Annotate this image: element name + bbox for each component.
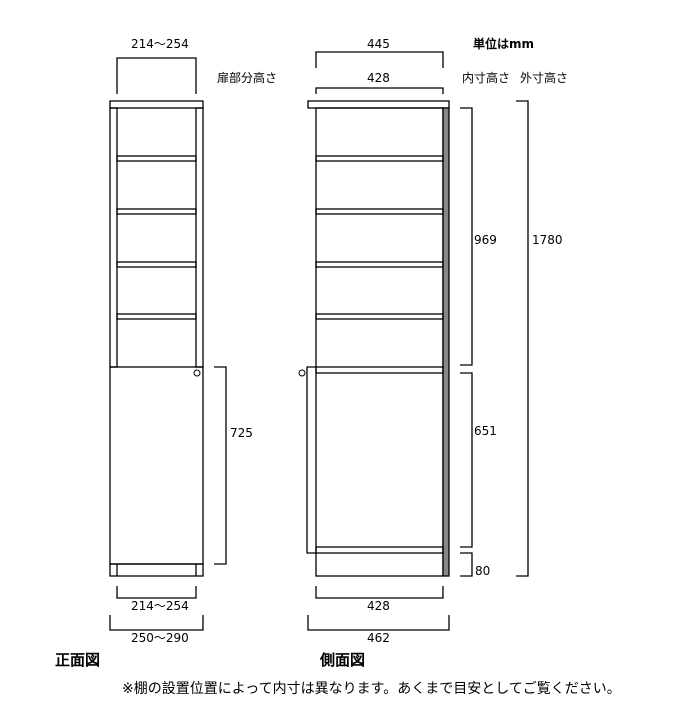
dim-outer-height (516, 100, 529, 577)
front-shelf (116, 208, 197, 215)
front-shelf (116, 313, 197, 320)
side-view (298, 51, 529, 631)
side-bottom-outer-depth: 462 (367, 631, 390, 645)
front-shelf (116, 261, 197, 268)
front-plinth (109, 563, 204, 577)
front-right-side (195, 107, 204, 368)
dim-side-top-inner (315, 87, 444, 94)
front-bottom-outer-width: 250～290 (131, 631, 189, 645)
door-knob-icon (193, 369, 201, 377)
side-top-outer-depth: 445 (367, 37, 390, 51)
dim-front-top (116, 57, 197, 94)
side-view-title: 側面図 (320, 651, 366, 669)
front-door (109, 366, 204, 565)
plinth-height: 80 (475, 564, 491, 578)
dim-door-height (214, 366, 227, 565)
door-knob-icon (298, 369, 306, 377)
upper-inner-height: 969 (474, 233, 497, 247)
front-bottom-inner-width: 214～254 (131, 599, 189, 613)
dim-front-bottom-outer (109, 615, 204, 631)
outer-height: 1780 (532, 233, 563, 247)
side-bottom-inner-depth: 428 (367, 599, 390, 613)
note: ※棚の設置位置によって内寸は異なります。あくまで目安としてご覧ください。 (122, 681, 621, 697)
front-view-title: 正面図 (55, 651, 101, 669)
side-body (315, 107, 444, 577)
dim-front-bottom-inner (116, 586, 197, 599)
side-door (306, 366, 316, 554)
inner-height-label: 内寸高さ (462, 71, 511, 85)
door-height-value: 725 (230, 426, 253, 440)
dim-upper-inner (460, 107, 473, 366)
dim-side-top-outer (315, 51, 444, 68)
side-back-panel (442, 107, 450, 577)
outer-height-label: 外寸高さ (520, 71, 569, 85)
side-top-inner-depth: 428 (367, 71, 390, 85)
door-height-label: 扉部分高さ (217, 71, 278, 85)
dim-side-bottom-inner (315, 586, 444, 599)
dim-side-bottom-outer (307, 615, 450, 631)
side-top-board (307, 100, 450, 109)
front-top-width: 214～254 (131, 37, 189, 51)
dim-lower-inner (460, 372, 473, 548)
front-view (109, 57, 227, 631)
front-shelf (116, 155, 197, 162)
unit-label: 単位はmm (473, 37, 535, 51)
lower-inner-height: 651 (474, 424, 497, 438)
front-left-side (109, 107, 118, 368)
front-top-board (109, 100, 204, 109)
dim-plinth (460, 552, 473, 577)
